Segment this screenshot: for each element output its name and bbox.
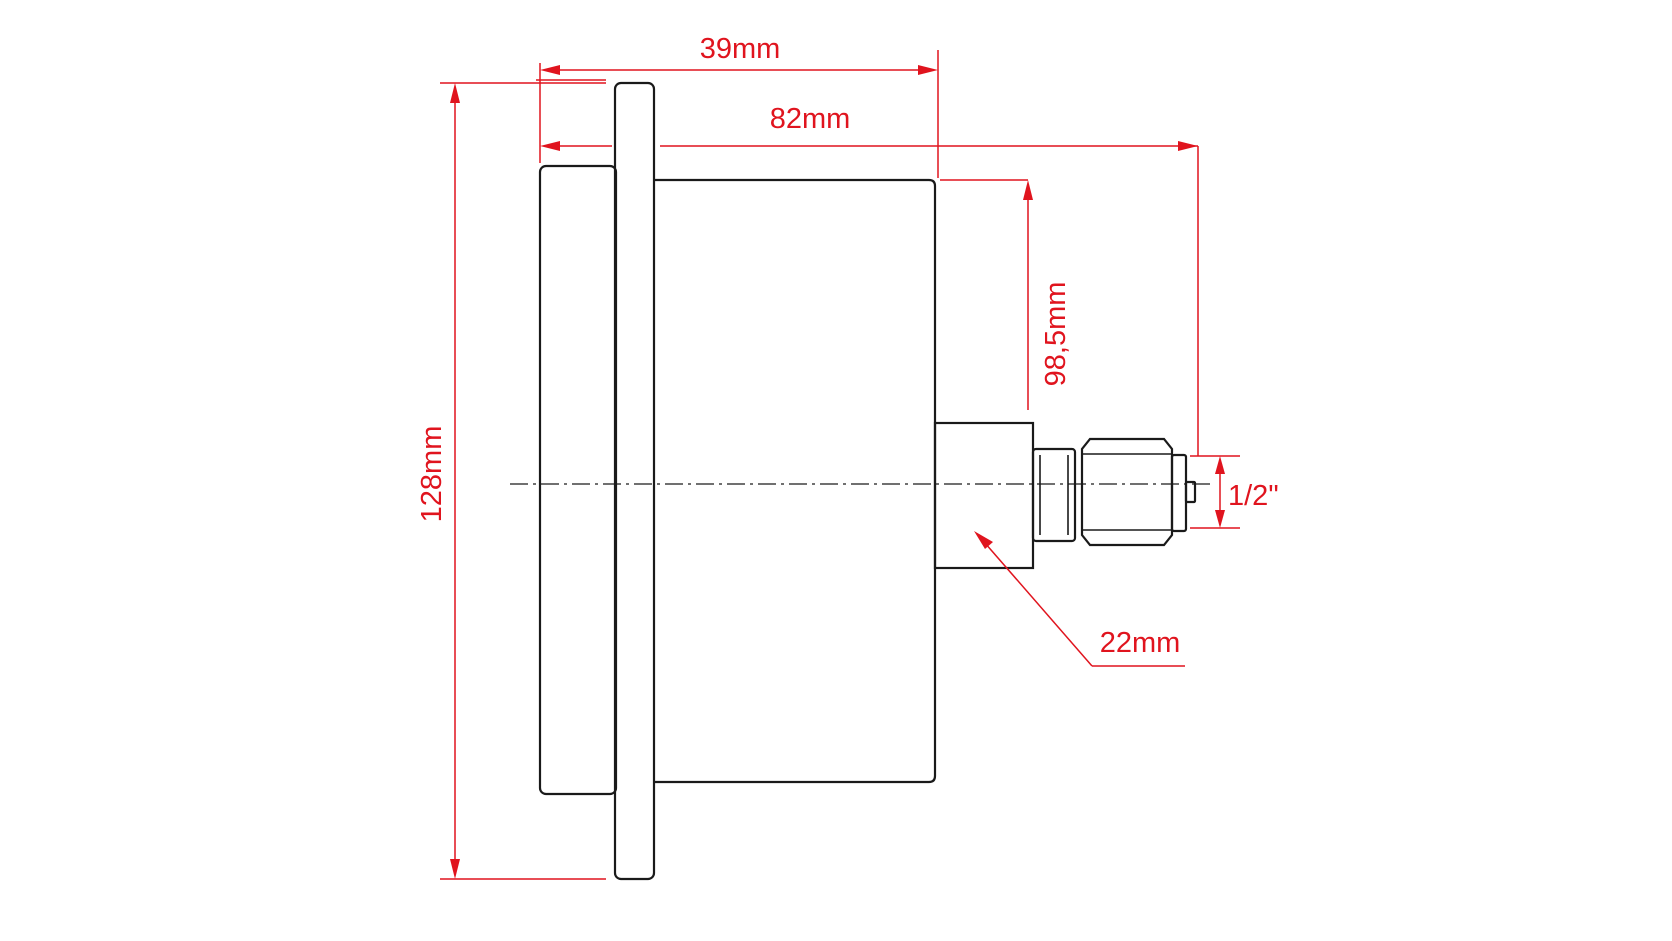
gauge-case — [654, 178, 937, 784]
arrowhead — [1215, 510, 1225, 528]
bezel-ring — [538, 164, 618, 796]
gauge-body — [538, 81, 1197, 881]
hex-size-label: 22mm — [1100, 627, 1181, 659]
arrowhead — [450, 859, 460, 879]
arrowhead — [540, 141, 560, 151]
leader-line — [977, 534, 1093, 667]
dimension-flange-height: 128mm — [416, 82, 606, 880]
flange-height-label: 128mm — [416, 426, 448, 523]
connector-nipple — [1184, 480, 1197, 504]
arrowhead — [450, 83, 460, 103]
connector-tip — [1170, 453, 1188, 533]
arrowhead — [1023, 180, 1033, 200]
arrowhead — [1178, 141, 1198, 151]
front-depth-label: 39mm — [700, 33, 781, 65]
arrowhead — [974, 531, 993, 549]
dimension-hex-size: 22mm — [974, 531, 1185, 667]
dimension-front-depth: 39mm — [539, 33, 939, 178]
threaded-connector — [1080, 437, 1174, 547]
case-diameter-label: 98,5mm — [1040, 282, 1072, 387]
total-depth-label: 82mm — [770, 103, 851, 135]
thread-label: 1/2" — [1228, 480, 1279, 512]
arrowhead — [540, 65, 560, 75]
dimension-thread: 1/2" — [1190, 455, 1279, 529]
arrowhead — [1215, 456, 1225, 474]
dimension-total-depth: 82mm — [536, 79, 1199, 456]
socket-neck — [1031, 447, 1077, 543]
dimension-case-diameter: 98,5mm — [940, 179, 1072, 410]
mounting-flange — [613, 81, 656, 881]
arrowhead — [918, 65, 938, 75]
